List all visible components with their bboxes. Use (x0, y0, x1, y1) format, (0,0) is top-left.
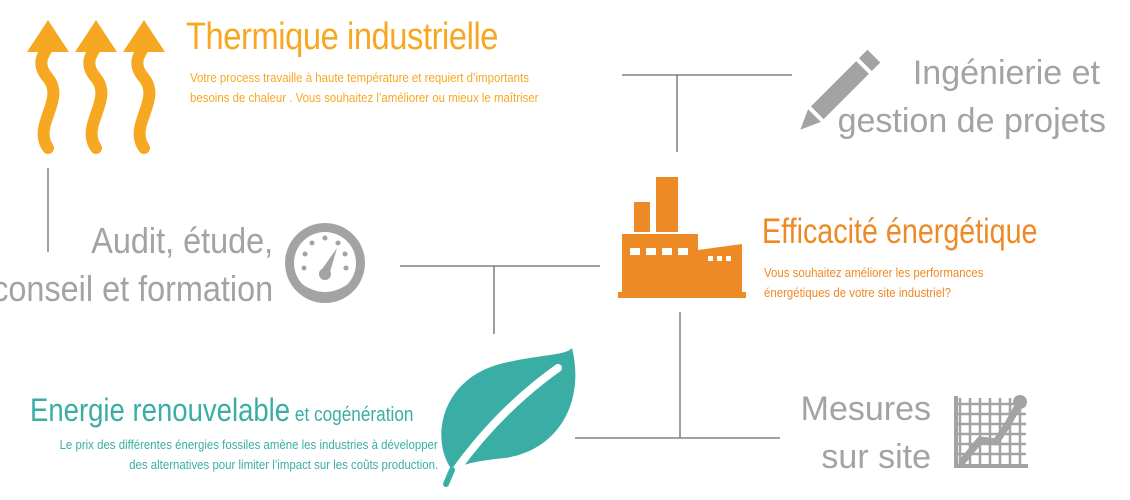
ingenierie-line1: Ingénierie et (912, 54, 1100, 92)
thermique-desc-line2: besoins de chaleur . Vous souhaitez l’am… (190, 90, 539, 105)
energie-title-main: Energie renouvelable (30, 392, 291, 428)
efficacite-desc-line1: Vous souhaitez améliorer les performance… (764, 265, 984, 280)
mesures-line1: Mesures (800, 390, 931, 428)
audit-line1: Audit, étude, (91, 220, 273, 261)
heat-arrows-icon (27, 20, 165, 154)
thermique-title: Thermique industrielle (186, 16, 499, 58)
energie-title: Energie renouvelable et cogénération (30, 392, 413, 429)
gauge-icon (285, 223, 365, 303)
audit-line2: conseil et formation (0, 268, 273, 309)
connector-lines (47, 74, 792, 439)
energie-desc-line1: Le prix des différentes énergies fossile… (59, 437, 438, 452)
leaf-icon (441, 348, 576, 487)
efficacite-desc-line2: énergétiques de votre site industriel? (764, 285, 951, 300)
mesures-line2: sur site (821, 438, 931, 476)
energie-desc-line2: des alternatives pour limiter l’impact s… (128, 457, 438, 472)
efficacite-title: Efficacité énergétique (762, 212, 1038, 251)
pencil-icon (800, 49, 881, 130)
chart-grid-icon (954, 395, 1028, 468)
ingenierie-line2: gestion de projets (837, 102, 1106, 140)
thermique-desc-line1: Votre process travaille à haute températ… (190, 70, 529, 85)
factory-icon (618, 177, 746, 298)
energie-title-suffix: et cogénération (290, 404, 414, 426)
